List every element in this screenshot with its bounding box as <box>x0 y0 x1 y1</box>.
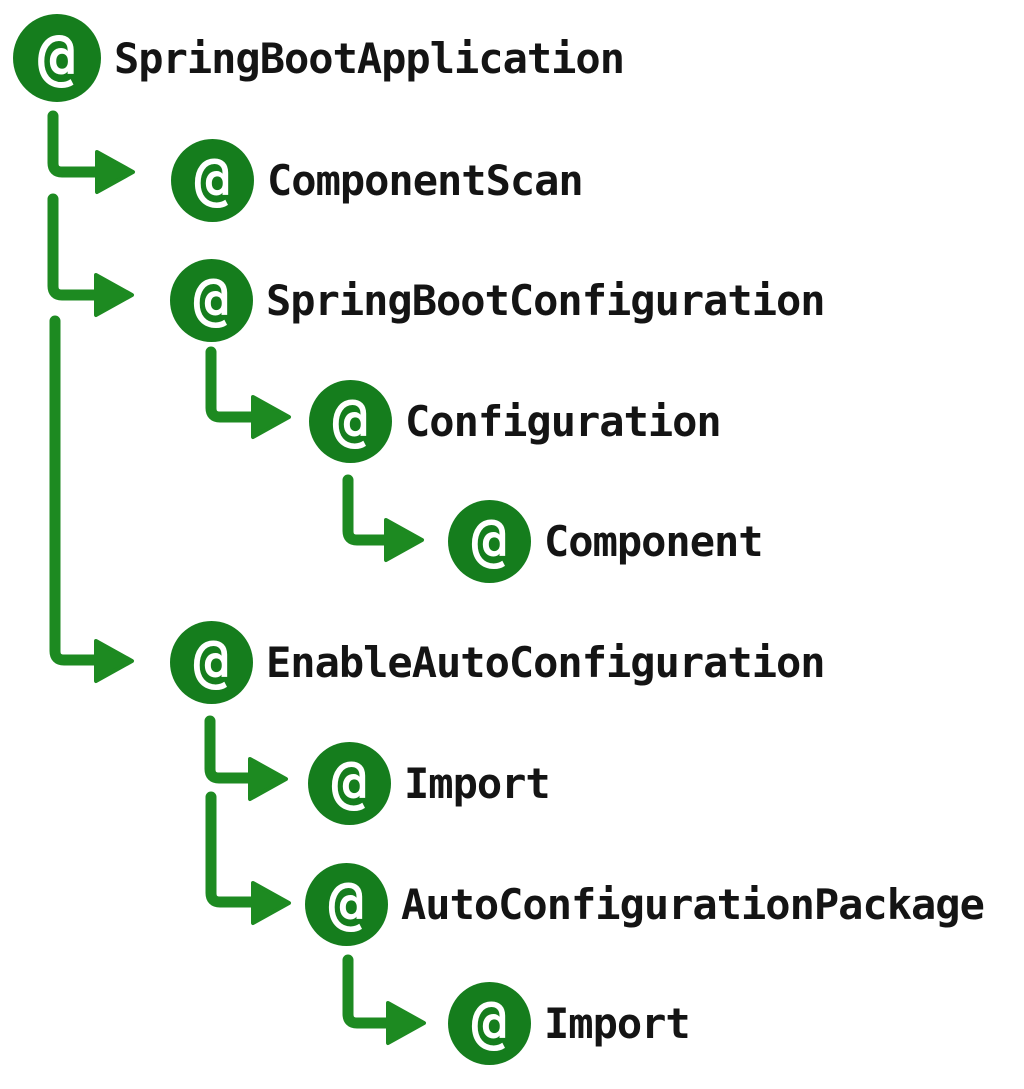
node-import-enableauto: @ Import <box>308 742 551 825</box>
connector-springbootapplication-componentscan <box>47 110 135 194</box>
connector-springbootconfiguration-configuration <box>205 346 291 439</box>
node-component: @ Component <box>448 500 764 583</box>
annotation-at-icon: @ <box>13 14 101 102</box>
node-label: Component <box>544 517 764 566</box>
node-enable-auto-configuration: @ EnableAutoConfiguration <box>170 621 826 704</box>
connector-enableautoconfiguration-import <box>204 715 288 801</box>
node-label: Configuration <box>405 397 722 446</box>
annotation-at-icon: @ <box>171 139 254 222</box>
node-spring-boot-application: @ SpringBootApplication <box>13 14 625 102</box>
connector-springbootapplication-springbootconfiguration <box>47 193 134 317</box>
node-auto-configuration-package: @ AutoConfigurationPackage <box>305 863 985 946</box>
node-label: Import <box>544 999 691 1048</box>
node-label: SpringBootConfiguration <box>266 276 826 325</box>
node-label: EnableAutoConfiguration <box>266 638 826 687</box>
connector-configuration-component <box>342 474 424 562</box>
node-configuration: @ Configuration <box>309 380 722 463</box>
connector-springbootapplication-enableautoconfiguration <box>49 315 134 683</box>
node-import-autoconfigpackage: @ Import <box>448 982 691 1065</box>
annotation-at-icon: @ <box>170 259 253 342</box>
node-label: SpringBootApplication <box>114 33 625 83</box>
node-label: Import <box>404 759 551 808</box>
node-spring-boot-configuration: @ SpringBootConfiguration <box>170 259 826 342</box>
annotation-at-icon: @ <box>309 380 392 463</box>
node-label: AutoConfigurationPackage <box>401 880 985 929</box>
annotation-at-icon: @ <box>448 500 531 583</box>
annotation-at-icon: @ <box>305 863 388 946</box>
connector-enableautoconfiguration-autoconfigurationpackage <box>205 791 291 925</box>
annotation-at-icon: @ <box>170 621 253 704</box>
annotation-at-icon: @ <box>448 982 531 1065</box>
annotation-at-icon: @ <box>308 742 391 825</box>
node-label: ComponentScan <box>267 156 584 205</box>
connector-autoconfigurationpackage-import <box>342 954 426 1045</box>
node-component-scan: @ ComponentScan <box>171 139 584 222</box>
